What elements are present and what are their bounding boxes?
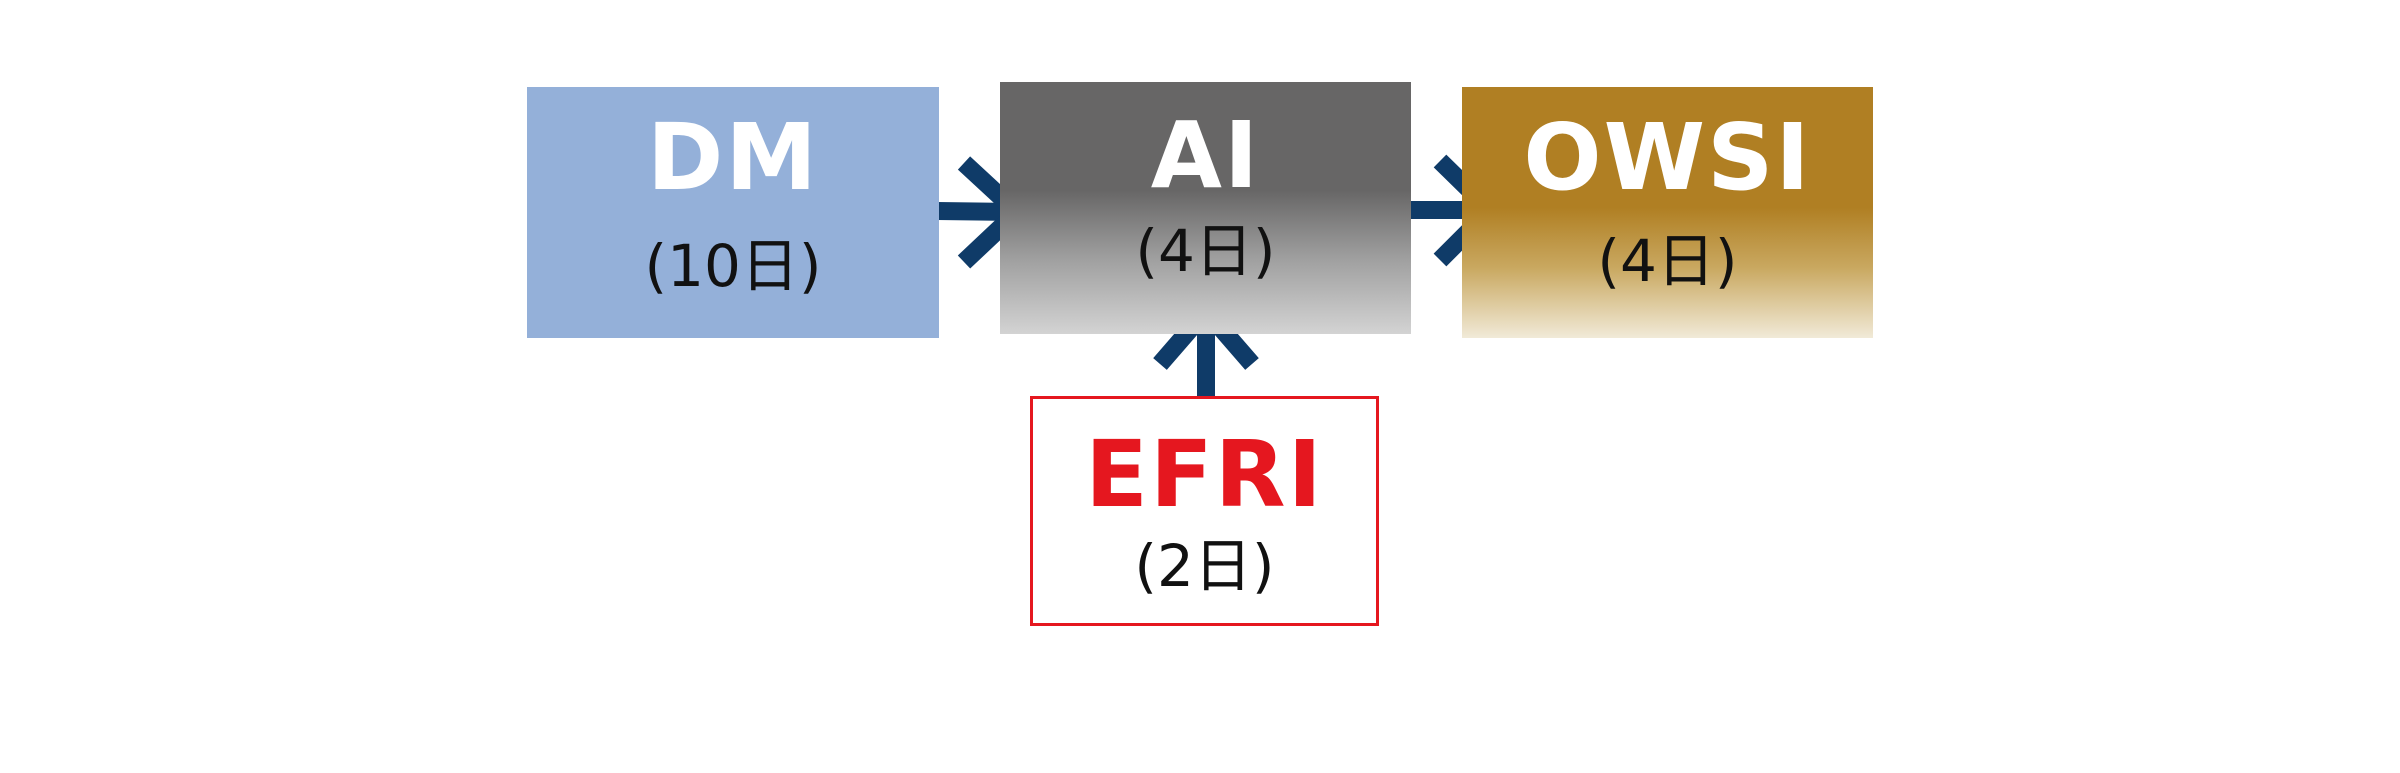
node-owsi-label: OWSI [1523,104,1812,211]
node-dm: DM (10日) [527,87,939,338]
node-ai-label: AI [1150,102,1261,209]
node-owsi: OWSI (4日) [1462,87,1873,338]
node-efri-duration: (2日) [1134,532,1275,600]
node-owsi-duration: (4日) [1597,227,1738,295]
node-efri: EFRI (2日) [1030,396,1379,626]
node-ai: AI (4日) [1000,82,1411,334]
node-dm-duration: (10日) [644,232,822,300]
node-dm-label: DM [647,104,819,211]
node-ai-duration: (4日) [1135,217,1276,285]
node-efri-label: EFRI [1085,421,1324,528]
